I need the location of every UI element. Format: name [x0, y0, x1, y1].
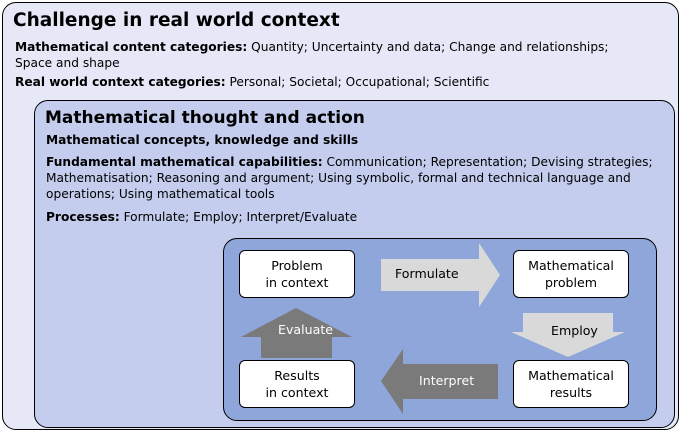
processes-value: Formulate; Employ; Interpret/Evaluate	[119, 210, 358, 224]
mathematical-results-box: Mathematical results	[513, 360, 629, 408]
content-categories-continuation: Space and shape	[15, 56, 120, 70]
mathematical-problem-box: Mathematical problem	[513, 250, 629, 298]
content-categories-line: Mathematical content categories: Quantit…	[15, 39, 609, 55]
capabilities-line: Fundamental mathematical capabilities: C…	[46, 154, 653, 170]
capabilities-continuation-2: operations; Using mathematical tools	[46, 187, 275, 201]
context-categories-value: Personal; Societal; Occupational; Scient…	[225, 75, 490, 89]
capabilities-value: Communication; Representation; Devising …	[322, 155, 653, 169]
cycle-arrows	[241, 243, 625, 414]
real-world-context-panel: Challenge in real world context Mathemat…	[2, 2, 679, 430]
problem-in-context-box: Problem in context	[239, 250, 355, 298]
employ-label: Employ	[551, 323, 598, 338]
capabilities-continuation-1: Mathematisation; Reasoning and argument;…	[46, 171, 631, 185]
capabilities-label: Fundamental mathematical capabilities:	[46, 155, 323, 169]
results-in-context-box: Results in context	[239, 360, 355, 408]
interpret-label: Interpret	[419, 373, 475, 388]
modelling-cycle-panel: Problem in context Mathematical problem …	[223, 238, 657, 421]
formulate-arrow	[381, 243, 500, 307]
evaluate-label: Evaluate	[278, 322, 334, 337]
content-categories-label: Mathematical content categories:	[15, 40, 248, 54]
content-categories-value: Quantity; Uncertainty and data; Change a…	[247, 40, 609, 54]
real-world-context-title: Challenge in real world context	[13, 10, 340, 31]
concepts-heading: Mathematical concepts, knowledge and ski…	[46, 133, 359, 147]
interpret-arrow	[381, 349, 498, 414]
processes-line: Processes: Formulate; Employ; Interpret/…	[46, 209, 357, 225]
employ-arrow	[511, 313, 625, 357]
processes-label: Processes:	[46, 210, 120, 224]
formulate-label: Formulate	[395, 266, 459, 281]
context-categories-label: Real world context categories:	[15, 75, 226, 89]
mathematical-thought-panel: Mathematical thought and action Mathemat…	[34, 100, 675, 428]
mathematical-thought-title: Mathematical thought and action	[45, 108, 365, 128]
context-categories-line: Real world context categories: Personal;…	[15, 74, 489, 90]
evaluate-arrow	[241, 308, 352, 358]
